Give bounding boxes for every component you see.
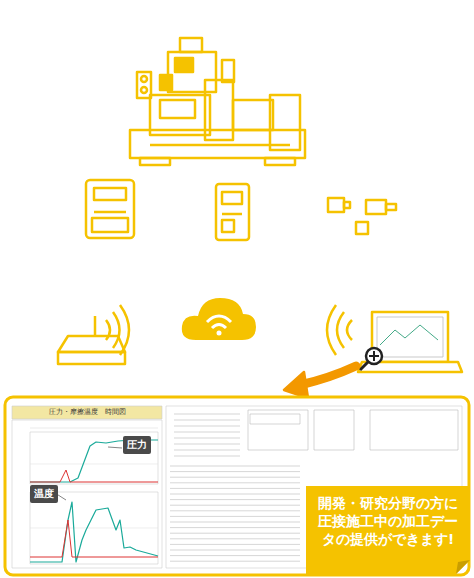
node-text: 温度 (34, 487, 54, 501)
pressure-tag: 圧力 (123, 436, 151, 454)
cloud-wifi (182, 298, 256, 340)
welding-machine (130, 38, 305, 165)
callout-fold (456, 560, 470, 574)
orange-arrow (284, 366, 356, 398)
node-text: 開発・研究分野の方に圧接施工中の加工データの提供ができます! (314, 494, 462, 549)
tower-unit (216, 184, 249, 240)
node-text: 圧力 (127, 438, 147, 452)
chart-title: 圧力・摩擦温度 時間図 (12, 406, 162, 419)
callout-shape (306, 486, 470, 574)
laptop (327, 305, 462, 372)
sensors (328, 198, 396, 234)
controller-box (86, 180, 134, 238)
router (58, 305, 129, 364)
temperature-tag: 温度 (30, 485, 58, 503)
screenshot-panel (5, 397, 469, 575)
callout-box: 開発・研究分野の方に圧接施工中の加工データの提供ができます! (308, 490, 468, 553)
